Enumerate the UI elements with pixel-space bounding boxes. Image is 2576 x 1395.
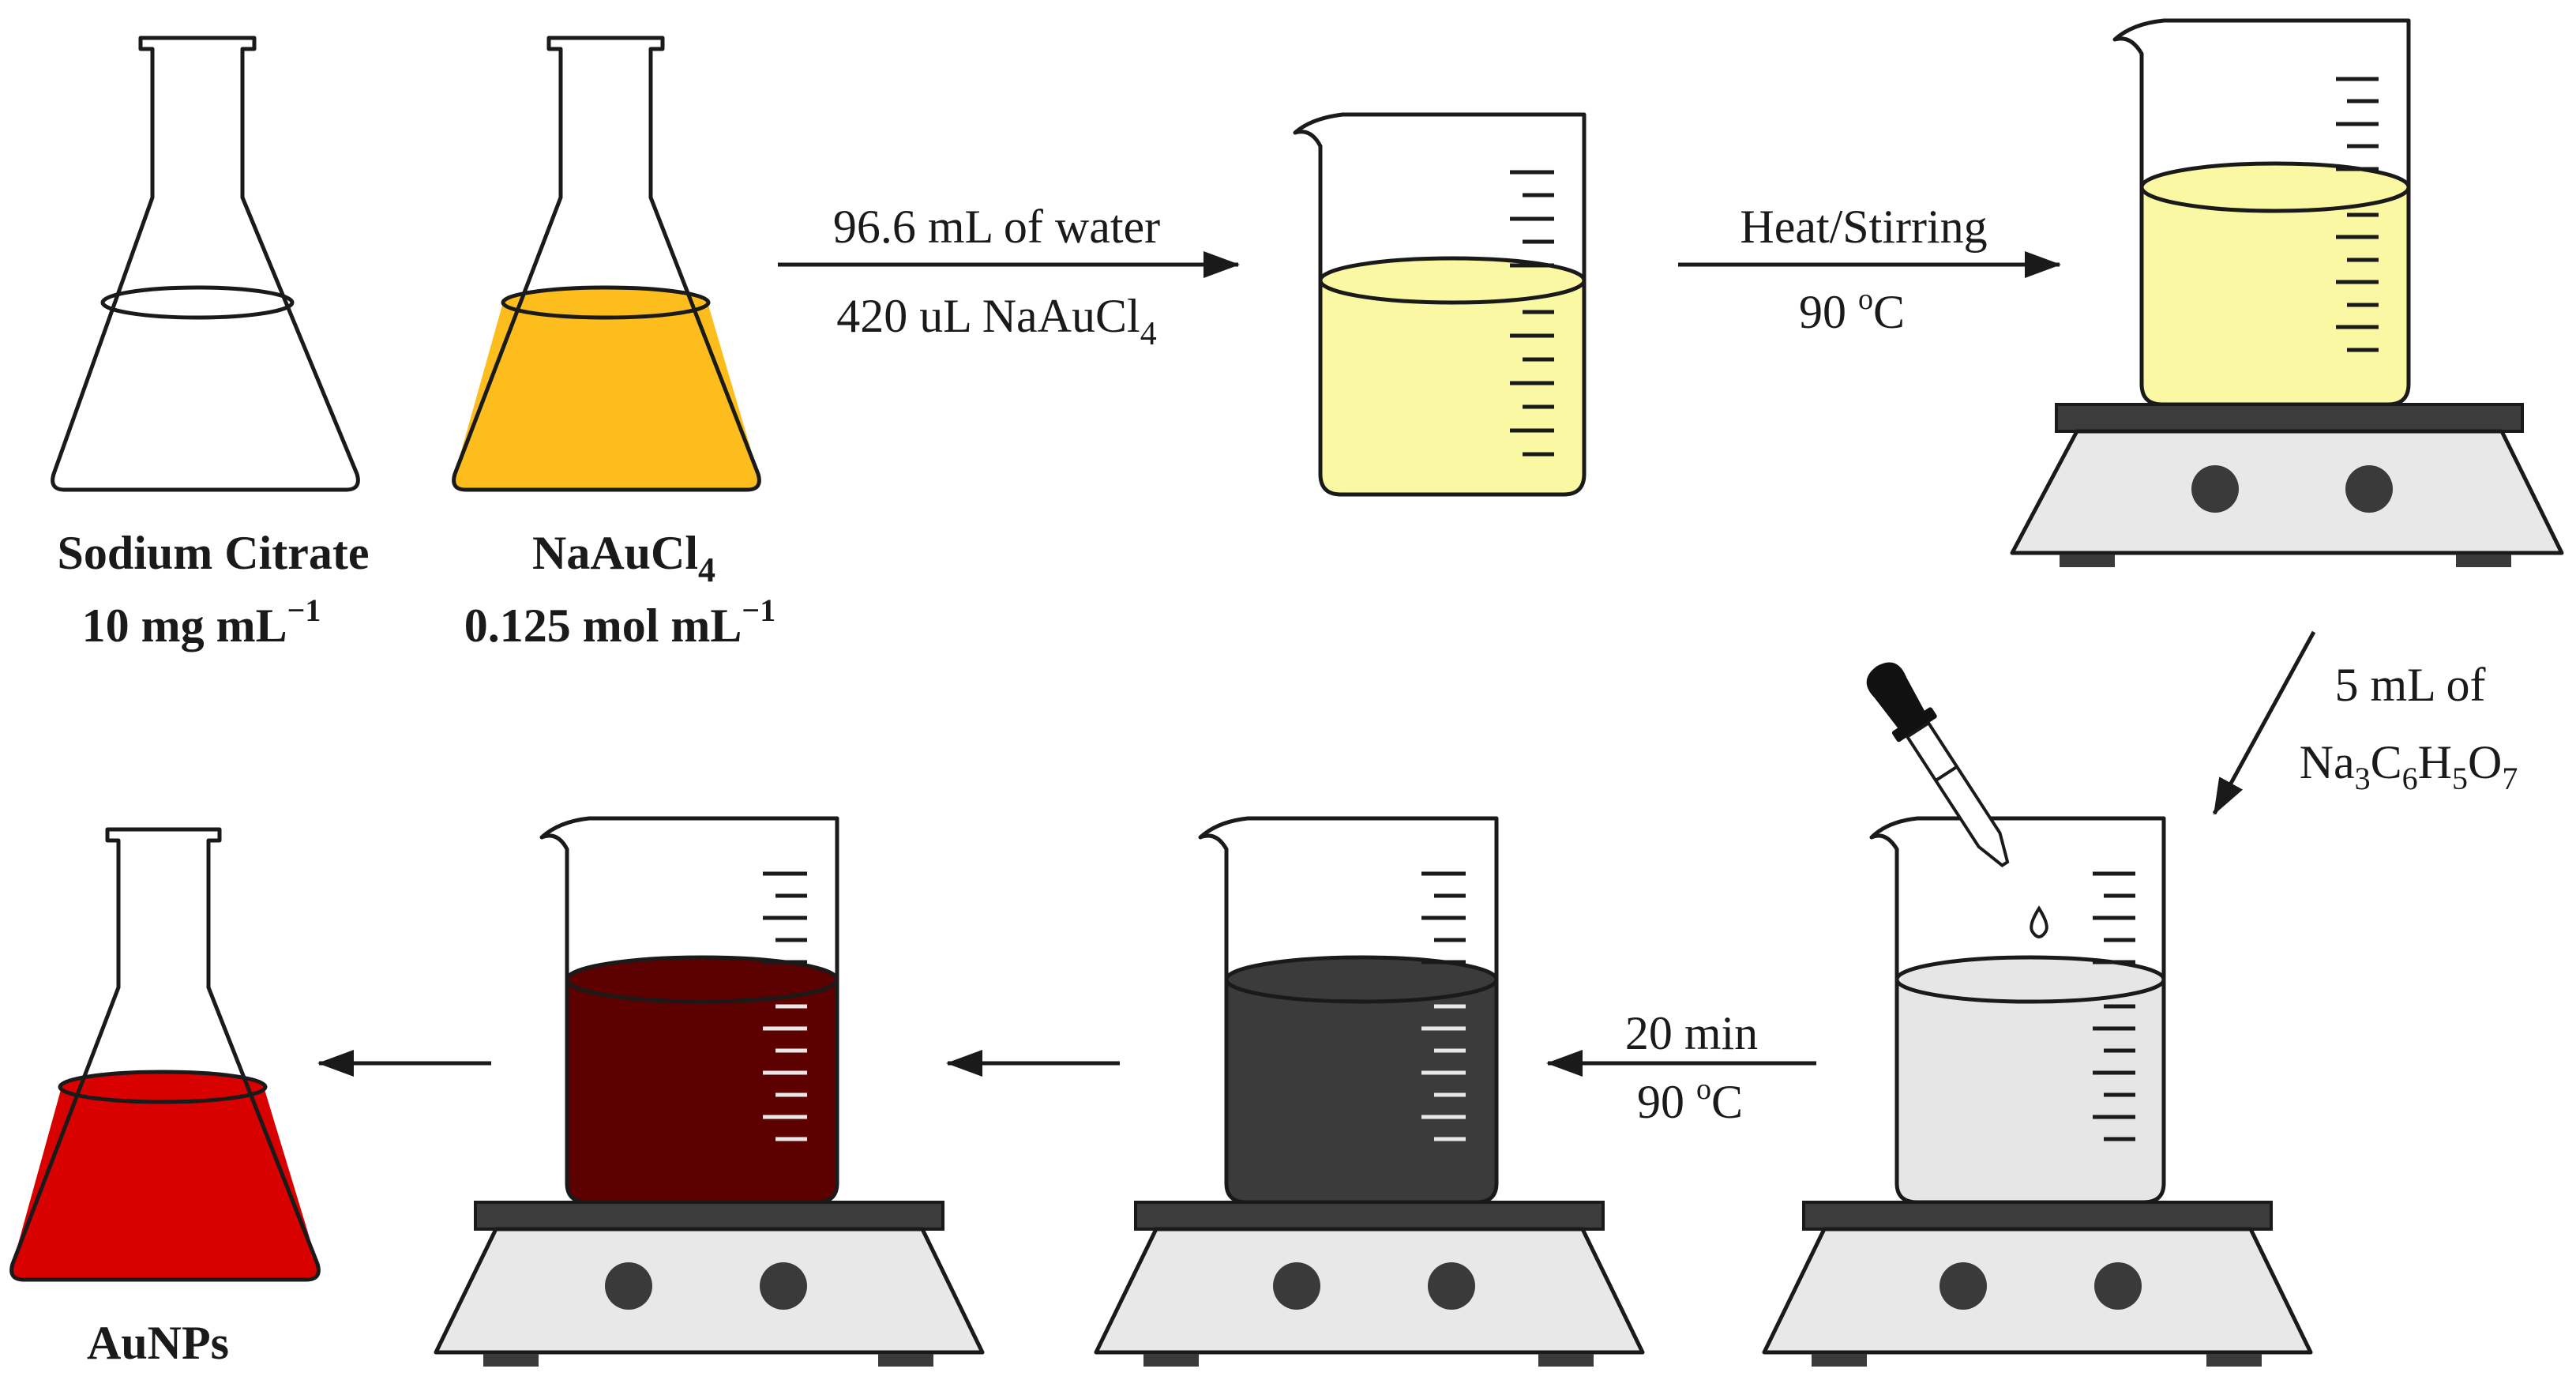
step1-label-bottom: 420 uL NaAuCl4: [836, 290, 1156, 352]
dropper: [1866, 662, 2010, 868]
sodium-citrate-flask: [51, 36, 360, 492]
hotplate-4: [434, 1201, 985, 1367]
aunps-flask: [9, 827, 321, 1282]
step-arrow-20-min: 20 min 90 oC: [1546, 1007, 1816, 1128]
step3-label-line2: Na3C6H5O7: [2300, 736, 2518, 796]
step-arrow-add-citrate: 5 mL of Na3C6H5O7: [2212, 630, 2518, 815]
droplet: [2030, 905, 2048, 938]
hotplate-knob: [2094, 1262, 2142, 1310]
hotplate-knob: [605, 1262, 652, 1310]
beaker-dark-grey: [1198, 816, 1499, 1205]
hotplate-knob: [1428, 1262, 1475, 1310]
hotplate-2: [1762, 1201, 2313, 1367]
beaker-heating: [2112, 18, 2411, 407]
hotplate-knob: [760, 1262, 807, 1310]
hotplate-knob: [1273, 1262, 1320, 1310]
hotplate-knob: [2191, 465, 2239, 513]
step-arrow-heat-stirring: Heat/Stirring 90 oC: [1678, 201, 2061, 338]
sodium-citrate-label: Sodium Citrate: [58, 527, 370, 579]
beaker-grey-with-dropper: [1866, 662, 2166, 1205]
step2-label-top: Heat/Stirring: [1740, 201, 1987, 253]
sodium-citrate-concentration: 10 mg mL−1: [82, 592, 321, 652]
step2-label-bottom: 90 oC: [1799, 283, 1905, 338]
aunps-label: AuNPs: [87, 1317, 229, 1369]
naaucl4-flask: [452, 36, 761, 492]
hotplate-3: [1094, 1201, 1645, 1367]
hotplate-knob: [2345, 465, 2393, 513]
beaker-pale-yellow: [1293, 112, 1587, 497]
step1-label-top: 96.6 mL of water: [833, 201, 1160, 253]
hotplate-knob: [1940, 1262, 1987, 1310]
step4-label-top: 20 min: [1625, 1007, 1758, 1059]
naaucl4-label: NaAuCl4: [532, 527, 715, 589]
step-arrow-add-water: 96.6 mL of water 420 uL NaAuCl4: [778, 201, 1240, 352]
hotplate-1: [2010, 403, 2564, 567]
gold-solution: [453, 303, 760, 490]
naaucl4-concentration: 0.125 mol mL−1: [464, 592, 775, 652]
step3-label-line1: 5 mL of: [2334, 659, 2485, 711]
beaker-dark-red: [539, 816, 839, 1205]
step4-label-bottom: 90 oC: [1637, 1073, 1743, 1128]
